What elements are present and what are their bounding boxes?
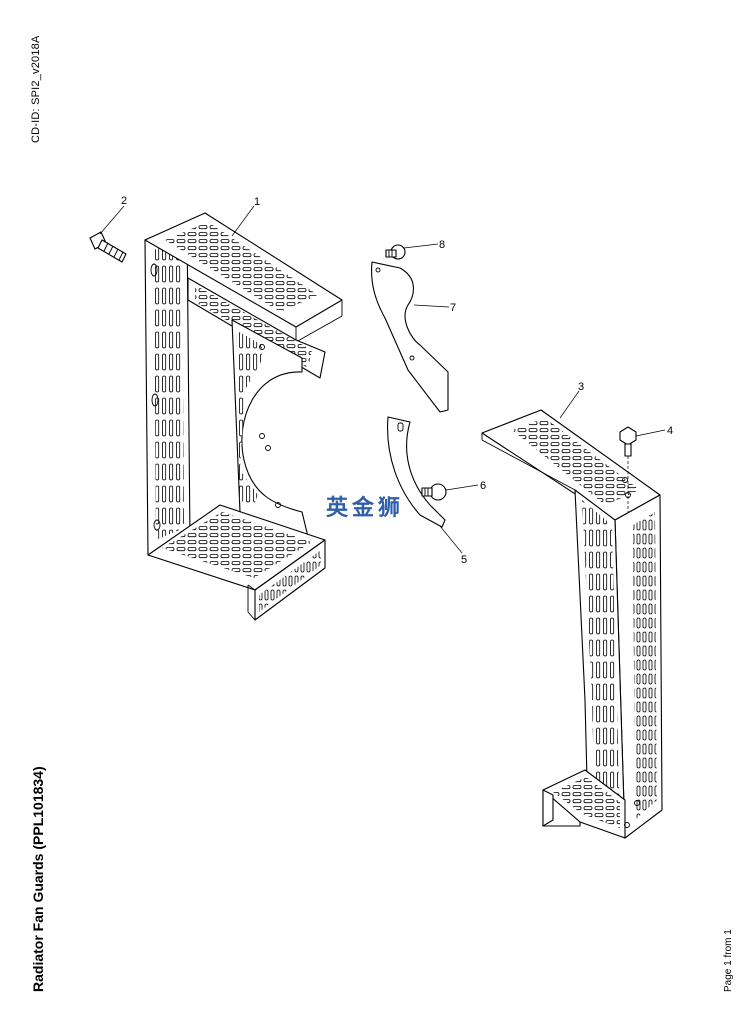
callout-numbers: 1 2 3 4 5 6 7 8 — [121, 195, 673, 566]
callout-4: 4 — [667, 425, 673, 437]
callout-2: 2 — [121, 195, 127, 207]
callout-5: 5 — [461, 554, 467, 566]
callout-1: 1 — [254, 196, 260, 208]
plate-7 — [371, 261, 449, 413]
bolt-8 — [385, 244, 406, 260]
bolt-6 — [421, 483, 447, 501]
callout-7: 7 — [450, 302, 456, 314]
fan-guard-left — [144, 212, 343, 621]
fan-guard-right — [481, 409, 663, 839]
callout-6: 6 — [480, 480, 486, 492]
watermark-logo: 英金狮 — [326, 495, 404, 521]
callout-8: 8 — [439, 239, 445, 251]
bolt-2 — [89, 231, 127, 263]
leader-lines — [99, 205, 666, 554]
callout-3: 3 — [578, 381, 584, 393]
bracket-5 — [387, 416, 446, 528]
bolt-4 — [619, 426, 637, 512]
